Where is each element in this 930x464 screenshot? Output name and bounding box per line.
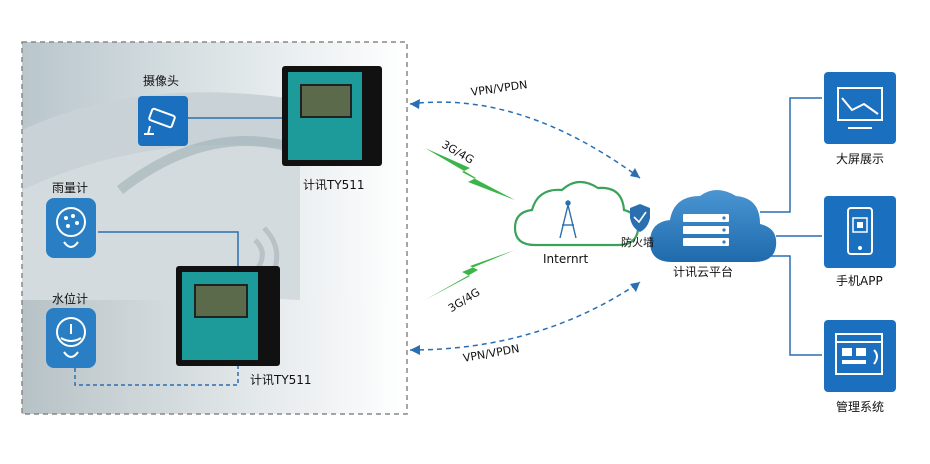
water-level-icon (56, 317, 86, 358)
vpn-arc-bottom (409, 281, 641, 351)
mobile-app-tile (824, 196, 896, 268)
rain-gauge-label: 雨量计 (52, 181, 89, 195)
dashboard-icon (835, 333, 883, 375)
phone-qr-icon (847, 207, 873, 255)
firewall-label: 防火墙 (621, 236, 654, 249)
tower-icon (559, 200, 577, 239)
device-bottom-screen (194, 284, 248, 318)
device-bottom (176, 266, 280, 366)
big-screen-tile (824, 72, 896, 144)
device-bottom-label: 计讯TY511 (250, 373, 312, 387)
camera-icon (144, 107, 176, 135)
server-icon (683, 214, 729, 246)
site-frame (21, 41, 408, 415)
cloud-platform-label: 计讯云平台 (673, 265, 734, 279)
rain-gauge-tile (46, 198, 96, 258)
camera-label: 摄像头 (143, 74, 180, 88)
device-top (282, 66, 382, 166)
rain-gauge-icon (56, 207, 86, 248)
water-level-label: 水位计 (52, 292, 89, 306)
firewall-shield-icon (630, 204, 650, 232)
mobile-app-label: 手机APP (836, 274, 883, 288)
bolt-top-icon (425, 148, 515, 200)
device-top-label: 计讯TY511 (303, 178, 365, 192)
dam-arch (116, 136, 302, 194)
bolt-bottom-icon (425, 250, 515, 300)
water-level-wire (74, 360, 239, 386)
camera-tile (138, 96, 188, 146)
device-top-screen (300, 84, 352, 118)
big-screen-label: 大屏展示 (836, 152, 885, 166)
tree-line (760, 97, 822, 213)
management-label: 管理系统 (836, 400, 885, 414)
internet-label: Internrt (543, 252, 589, 266)
water-level-tile (46, 308, 96, 368)
internet-cloud (513, 180, 640, 247)
vpn-arc-top (409, 101, 641, 179)
monitor-chart-icon (837, 87, 883, 129)
management-tile (824, 320, 896, 392)
